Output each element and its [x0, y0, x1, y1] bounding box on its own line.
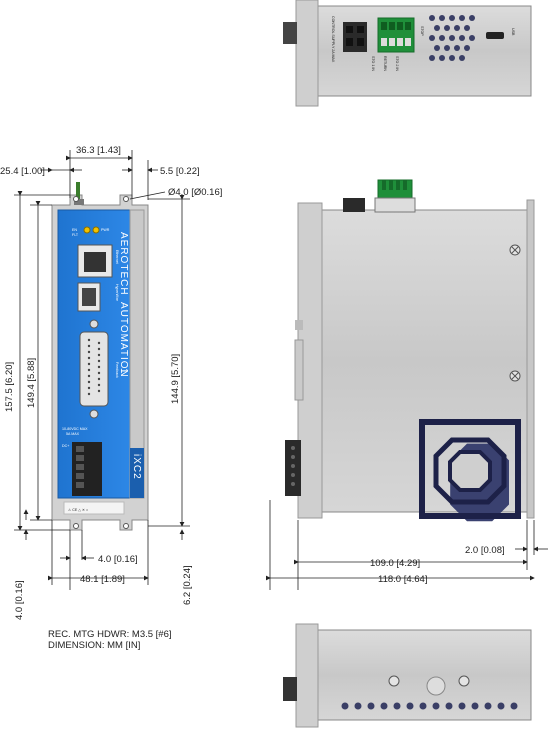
- control-supply-label: CONTROL SUPPLY 2A MAX: [331, 16, 335, 63]
- dim-side-total-depth: 118.0 [4.64]: [378, 574, 427, 585]
- en-label: EN: [72, 228, 77, 232]
- fan-grill: [419, 419, 521, 522]
- en-led: [83, 226, 91, 234]
- brand-aerotech: AEROTECH: [118, 232, 129, 296]
- ethernet-label: Ethernet: [115, 250, 119, 264]
- top-flange: [295, 0, 319, 107]
- note-hardware: REC. MTG HDWR: M3.5 [#6]: [48, 629, 172, 640]
- feedback-pins: [87, 338, 101, 396]
- stop-label: STOP: [420, 26, 424, 36]
- certification-marks: [63, 501, 125, 515]
- feedback-connector[interactable]: [79, 331, 109, 407]
- top-connector-stub: [283, 22, 297, 44]
- dim-top-width: 36.3 [1.43]: [76, 145, 121, 156]
- dimension-lines: [14, 150, 548, 590]
- dim-flange: 2.0 [0.08]: [465, 545, 505, 556]
- sto-return-label: RETURN: [383, 56, 387, 71]
- dim-inner-height: 149.4 [5.88]: [26, 358, 37, 408]
- sto2-label: STO 2 IN: [395, 56, 399, 71]
- dim-left-offset: 25.4 [1.00]: [0, 166, 45, 177]
- pwr-led: [92, 226, 100, 234]
- dim-mount-height: 144.9 [5.70]: [170, 354, 181, 404]
- brand-mark: 1: [118, 368, 129, 375]
- terminal-label: DC+: [62, 444, 69, 448]
- ethernet-port[interactable]: [77, 244, 113, 278]
- side-view: [285, 179, 535, 522]
- note-units: DIMENSION: MM [IN]: [48, 640, 140, 651]
- usb-label: USB: [511, 28, 515, 36]
- db-screw-bottom: [89, 409, 99, 419]
- dim-slot-height-right: 6.2 [0.24]: [182, 565, 193, 605]
- dim-bottom-width: 48.1 [1.89]: [80, 574, 125, 585]
- mounting-hole-top: [123, 196, 129, 202]
- db-screw-top: [89, 319, 99, 329]
- dim-right-offset: 5.5 [0.22]: [160, 166, 200, 177]
- side-control-terminal: [343, 198, 365, 212]
- usb-port: [486, 32, 504, 39]
- brand-automation: AUTOMATION: [118, 302, 129, 378]
- ground-wire: [76, 182, 80, 202]
- sto1-label: STO 1 IN: [371, 56, 375, 71]
- top-view: CONTROL SUPPLY 2A MAX STO 1 IN RETURN ST…: [283, 0, 532, 107]
- model-label: iXC2: [131, 454, 142, 480]
- front-view: EN FLT PWR Ethernet HyperWire Feedback 1…: [51, 182, 149, 531]
- model-strip: [130, 448, 144, 498]
- top-vent-holes: [429, 15, 475, 61]
- pwr-label: PWR: [101, 228, 110, 232]
- hyperwire-label: HyperWire: [115, 284, 119, 301]
- side-mounting-plate: [526, 199, 535, 519]
- power-label-2: 5A MAX: [66, 432, 80, 436]
- dim-slot-height-left: 4.0 [0.16]: [14, 580, 25, 620]
- dim-slot-width: 4.0 [0.16]: [98, 554, 138, 565]
- flt-label: FLT: [72, 233, 79, 237]
- bottom-vent-holes: [341, 702, 518, 710]
- bottom-view: [283, 623, 532, 728]
- dim-hole-diameter: Ø4.0 [Ø0.16]: [168, 187, 222, 198]
- dim-side-depth: 109.0 [4.29]: [370, 558, 420, 569]
- feedback-label: Feedback: [115, 362, 119, 378]
- dim-total-height: 157.5 [6.20]: [4, 362, 15, 412]
- svg-text:⚠ CE △ ✕ ⌂: ⚠ CE △ ✕ ⌂: [68, 508, 88, 512]
- power-label-1: 10-80VDC MAX: [62, 427, 88, 431]
